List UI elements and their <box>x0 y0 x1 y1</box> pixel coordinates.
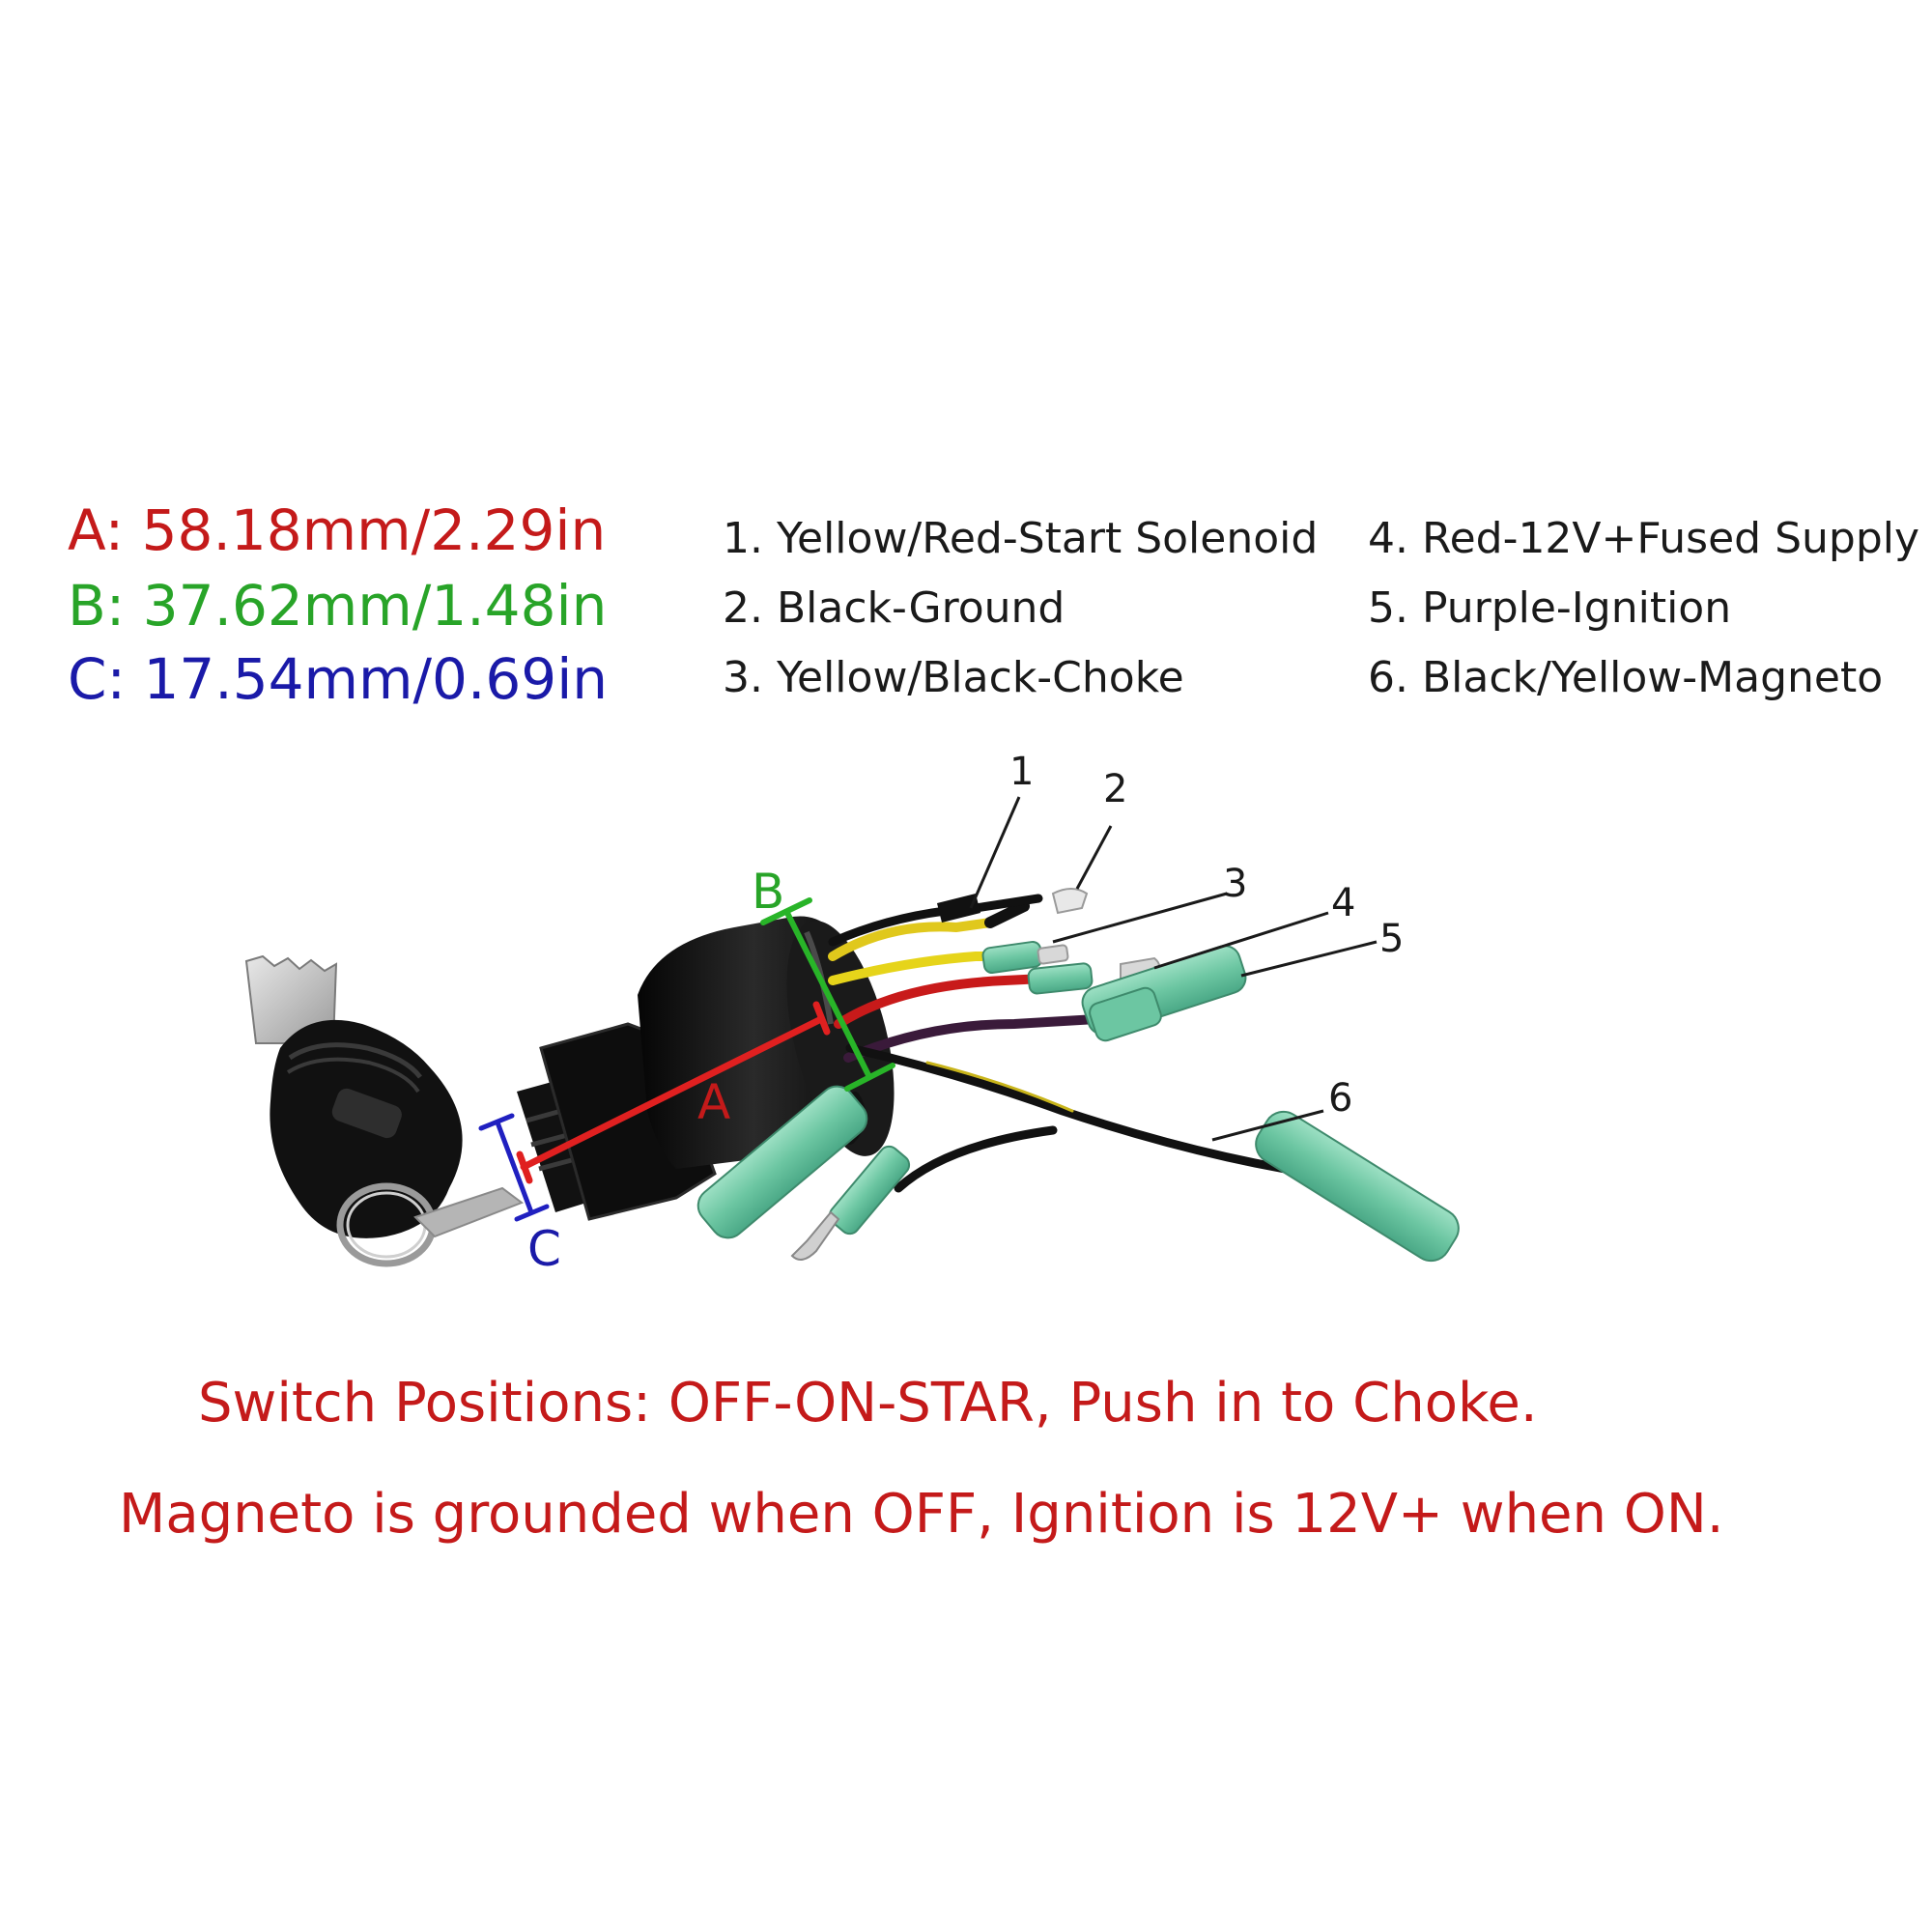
dimension-a-label: A: 58.18mm/2.29in <box>68 497 607 563</box>
wire-black-yellow-stripe <box>925 1061 1074 1113</box>
wire-legend-5: 5. Purple-Ignition <box>1368 583 1732 633</box>
wire-legend-6: 6. Black/Yellow-Magneto <box>1368 653 1884 702</box>
switch-positions-note: Switch Positions: OFF-ON-STAR, Push in t… <box>198 1372 1538 1435</box>
dimension-b-marker-label: B <box>752 864 784 920</box>
terminal-1 <box>937 894 980 923</box>
wire-legend-1: 1. Yellow/Red-Start Solenoid <box>723 514 1319 563</box>
terminal-6 <box>1255 1110 1460 1263</box>
wire-black-yellow <box>845 1043 1290 1174</box>
callout-2: 2 <box>1103 767 1127 811</box>
dimension-a-marker <box>516 1001 831 1184</box>
wire-yellow-red <box>828 918 995 961</box>
terminal-2 <box>1051 888 1089 915</box>
callout-3: 3 <box>1223 862 1247 906</box>
terminal-3 <box>981 940 1069 975</box>
dimension-b-marker <box>760 897 895 1092</box>
wire-yellow-red-tip <box>984 900 1030 928</box>
callout-leaders <box>969 796 1378 1142</box>
wire-legend-4: 4. Red-12V+Fused Supply <box>1368 514 1920 563</box>
callout-4: 4 <box>1331 881 1355 925</box>
terminal-5 <box>1081 945 1247 1042</box>
wire-lower-2 <box>894 1125 1058 1193</box>
key-head <box>270 1019 463 1238</box>
dimension-c-label: C: 17.54mm/0.69in <box>68 646 609 712</box>
magneto-ignition-note: Magneto is grounded when OFF, Ignition i… <box>119 1483 1724 1546</box>
dimension-b-label: B: 37.62mm/1.48in <box>68 573 608 639</box>
wire-red <box>834 974 1048 1029</box>
switch-body <box>517 916 895 1221</box>
wire-legend-3: 3. Yellow/Black-Choke <box>723 653 1184 702</box>
key-ring <box>336 1182 525 1267</box>
terminal-lower-mid <box>790 1145 911 1261</box>
dimension-c-marker <box>478 1113 550 1222</box>
wire-yellow-black <box>828 952 1000 985</box>
callout-1: 1 <box>1009 750 1034 794</box>
dimension-c-marker-label: C <box>527 1221 561 1277</box>
callout-5: 5 <box>1379 917 1404 961</box>
callout-6: 6 <box>1328 1076 1352 1121</box>
wire-legend-2: 2. Black-Ground <box>723 583 1065 633</box>
terminal-lower-left <box>696 1085 868 1239</box>
dimension-a-marker-label: A <box>697 1074 730 1130</box>
wire-bundle <box>828 894 1290 1193</box>
